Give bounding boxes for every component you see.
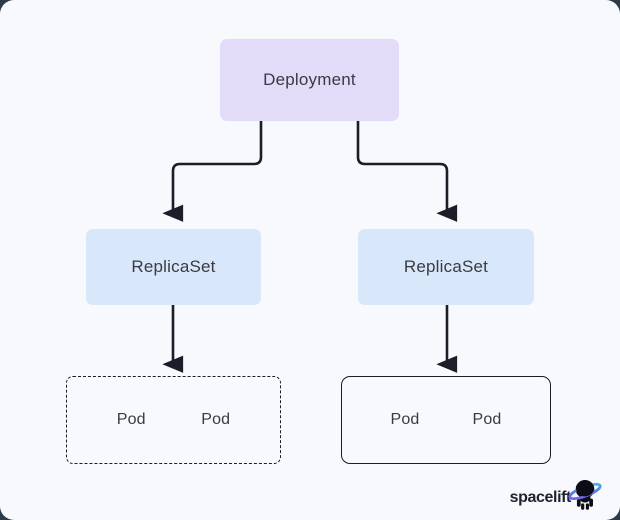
pod-group-right[interactable]: Pod Pod xyxy=(341,376,551,464)
pod-group-left[interactable]: Pod Pod xyxy=(66,376,281,464)
node-replicaset-left-label: ReplicaSet xyxy=(131,257,216,276)
node-replicaset-right[interactable]: ReplicaSet xyxy=(358,229,534,305)
node-deployment[interactable]: Deployment xyxy=(220,39,399,121)
node-deployment-label: Deployment xyxy=(263,70,356,89)
pod-label: Pod xyxy=(116,411,146,428)
pod-label: Pod xyxy=(472,411,502,428)
pod-label: Pod xyxy=(201,411,231,428)
edge-deployment-to-replicaset-right xyxy=(356,121,458,222)
planet-astronaut-icon xyxy=(568,480,602,510)
edge-deployment-to-replicaset-left xyxy=(162,121,263,222)
spacelift-wordmark: spacelift xyxy=(509,489,572,506)
node-replicaset-right-label: ReplicaSet xyxy=(403,257,489,276)
spacelift-logo: spacelift xyxy=(509,477,602,510)
node-replicaset-left[interactable]: ReplicaSet xyxy=(86,229,261,305)
pod-label: Pod xyxy=(390,411,420,428)
